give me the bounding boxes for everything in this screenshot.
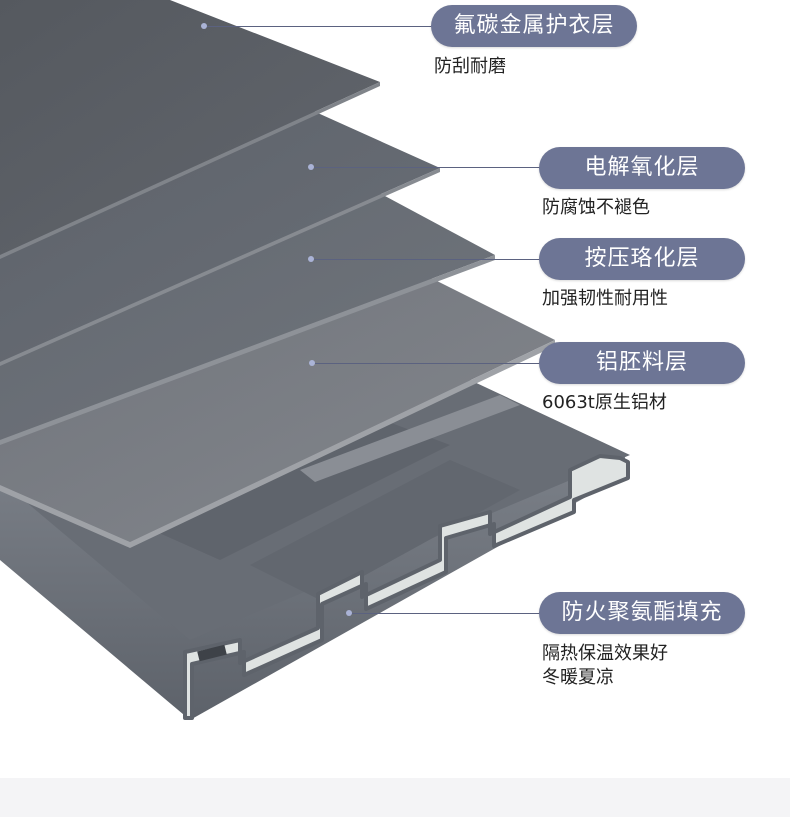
layer-fluorocarbon xyxy=(0,0,380,255)
layer-2-marker xyxy=(308,164,314,170)
layer-2-leader-line xyxy=(314,167,540,168)
layer-3-marker xyxy=(308,256,314,262)
layer-5-desc-line-1: 隔热保温效果好 xyxy=(542,643,668,664)
layer-1-title-pill: 氟碳金属护衣层 xyxy=(431,5,637,47)
layer-3-leader-line xyxy=(314,259,540,260)
profile-rib-light xyxy=(300,395,520,482)
layer-5-marker xyxy=(346,610,352,616)
layer-5-title-pill: 防火聚氨酯填充 xyxy=(539,592,745,634)
layer-5-desc-line-2: 冬暖夏凉 xyxy=(542,667,614,688)
layer-oxidation-edge xyxy=(0,168,440,366)
layer-4-description: 6063t原生铝材 xyxy=(542,391,667,415)
layer-4-leader-line xyxy=(315,363,540,364)
layer-chromate-edge xyxy=(0,255,495,445)
layer-3-desc-line: 加强韧性耐用性 xyxy=(542,288,668,309)
layer-4-title: 铝胚料层 xyxy=(595,350,688,375)
layer-1-description: 防刮耐磨 xyxy=(434,55,506,79)
layer-4-desc-line: 6063t原生铝材 xyxy=(542,392,667,413)
profile-end-section xyxy=(183,454,630,720)
layer-1-leader-line xyxy=(207,26,432,27)
layer-2-desc-line: 防腐蚀不褪色 xyxy=(542,197,650,218)
footer-band xyxy=(0,778,790,817)
layer-2-description: 防腐蚀不褪色 xyxy=(542,196,650,220)
layer-2-title-pill: 电解氧化层 xyxy=(539,147,745,189)
profile-end-slot xyxy=(197,644,227,662)
layer-5-leader-line xyxy=(352,613,540,614)
layer-1-desc-line: 防刮耐磨 xyxy=(434,56,506,77)
profile-channel-2 xyxy=(250,460,520,600)
layer-1-marker xyxy=(201,23,207,29)
layer-3-title-pill: 按压珞化层 xyxy=(539,238,745,280)
layer-2-title: 电解氧化层 xyxy=(584,155,700,180)
layer-4-title-pill: 铝胚料层 xyxy=(539,342,745,384)
layer-4-marker xyxy=(309,360,315,366)
layer-3-description: 加强韧性耐用性 xyxy=(542,287,668,311)
layer-1-title: 氟碳金属护衣层 xyxy=(453,13,615,38)
layer-fluorocarbon-edge xyxy=(0,82,380,259)
layer-3-title: 按压珞化层 xyxy=(584,246,700,271)
layer-5-description: 隔热保温效果好 冬暖夏凉 xyxy=(542,642,668,690)
layer-5-title: 防火聚氨酯填充 xyxy=(561,600,723,625)
